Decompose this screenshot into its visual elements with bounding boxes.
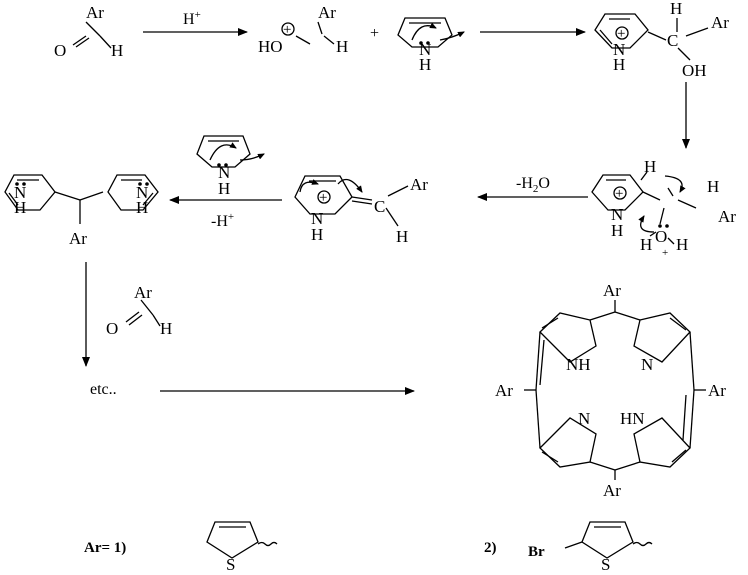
oxonium-intermediate bbox=[591, 171, 697, 245]
azafulvene-cation bbox=[294, 175, 409, 227]
atom-ar: Ar bbox=[86, 3, 104, 22]
lone-pairs bbox=[15, 41, 669, 228]
charge-plus: + bbox=[662, 247, 668, 259]
atom-h: H bbox=[136, 198, 148, 217]
atom-ar: Ar bbox=[603, 481, 621, 500]
atom-hn: HN bbox=[620, 409, 645, 428]
atom-ar: Ar bbox=[69, 229, 87, 248]
atom-br: Br bbox=[528, 544, 545, 560]
reagent-acid: H+ bbox=[183, 9, 201, 28]
pyrrole-1 bbox=[397, 17, 465, 48]
atom-n: N bbox=[613, 40, 625, 59]
atom-h: H bbox=[676, 235, 688, 254]
atom-o: O bbox=[106, 319, 118, 338]
atom-h: H bbox=[644, 157, 656, 176]
atom-n: N bbox=[611, 205, 623, 224]
atom-ar: Ar bbox=[410, 175, 428, 194]
atom-h: H bbox=[613, 55, 625, 74]
atom-h: H bbox=[707, 177, 719, 196]
atom-ar: Ar bbox=[134, 283, 152, 302]
atom-n: N bbox=[311, 209, 323, 228]
atom-ho: HO bbox=[258, 37, 283, 56]
charge-plus: + bbox=[615, 186, 623, 202]
atom-h: H bbox=[419, 55, 431, 74]
atom-n: N bbox=[578, 409, 590, 428]
atom-n: N bbox=[419, 40, 431, 59]
plus-sign: + bbox=[370, 25, 379, 42]
protonated-aldehyde-bonds bbox=[281, 21, 335, 45]
atom-h: H bbox=[111, 41, 123, 60]
aldehyde-bonds bbox=[72, 21, 112, 49]
etc-label: etc.. bbox=[90, 381, 117, 398]
pyrrole-2 bbox=[196, 135, 265, 168]
atom-h: H bbox=[640, 235, 652, 254]
atom-s: S bbox=[226, 555, 235, 570]
atom-o: O bbox=[54, 41, 66, 60]
aldehyde-2-bonds bbox=[125, 299, 161, 327]
atom-ar: Ar bbox=[495, 381, 513, 400]
atom-h: H bbox=[396, 227, 408, 246]
atom-ar: Ar bbox=[603, 281, 621, 300]
atom-h: H bbox=[14, 198, 26, 217]
charge-plus: + bbox=[283, 22, 291, 38]
atom-ar: Ar bbox=[708, 381, 726, 400]
atom-nh: NH bbox=[566, 355, 591, 374]
atom-h: H bbox=[611, 221, 623, 240]
atom-ar: Ar bbox=[711, 13, 729, 32]
reagent-proton-loss: -H+ bbox=[211, 211, 234, 230]
atom-h: H bbox=[336, 37, 348, 56]
charge-plus: + bbox=[617, 26, 625, 42]
dipyrromethane bbox=[4, 174, 159, 224]
atom-h: H bbox=[160, 319, 172, 338]
atom-n: N bbox=[14, 183, 26, 202]
thiophene-2-bromo bbox=[564, 521, 653, 559]
atom-n: N bbox=[641, 355, 653, 374]
charge-plus: + bbox=[319, 190, 327, 206]
ar-definition-label: Ar= 1) bbox=[84, 540, 126, 556]
atom-ar: Ar bbox=[718, 207, 736, 226]
atom-o: O bbox=[655, 227, 667, 246]
atom-c: C bbox=[374, 197, 385, 216]
atom-n: N bbox=[218, 163, 230, 182]
atom-h: H bbox=[311, 225, 323, 244]
atom-ar: Ar bbox=[318, 3, 336, 22]
reagent-water-loss: -H2O bbox=[516, 175, 550, 195]
carbinol-cation bbox=[594, 13, 709, 61]
atom-s: S bbox=[601, 555, 610, 570]
atom-n: N bbox=[136, 183, 148, 202]
atom-h: H bbox=[218, 179, 230, 198]
option-2-label: 2) bbox=[484, 540, 497, 556]
atom-c: C bbox=[667, 31, 678, 50]
atom-oh: OH bbox=[682, 61, 707, 80]
thiophene-1 bbox=[206, 521, 278, 559]
porphyrin bbox=[524, 300, 706, 480]
atom-h: H bbox=[670, 0, 682, 18]
